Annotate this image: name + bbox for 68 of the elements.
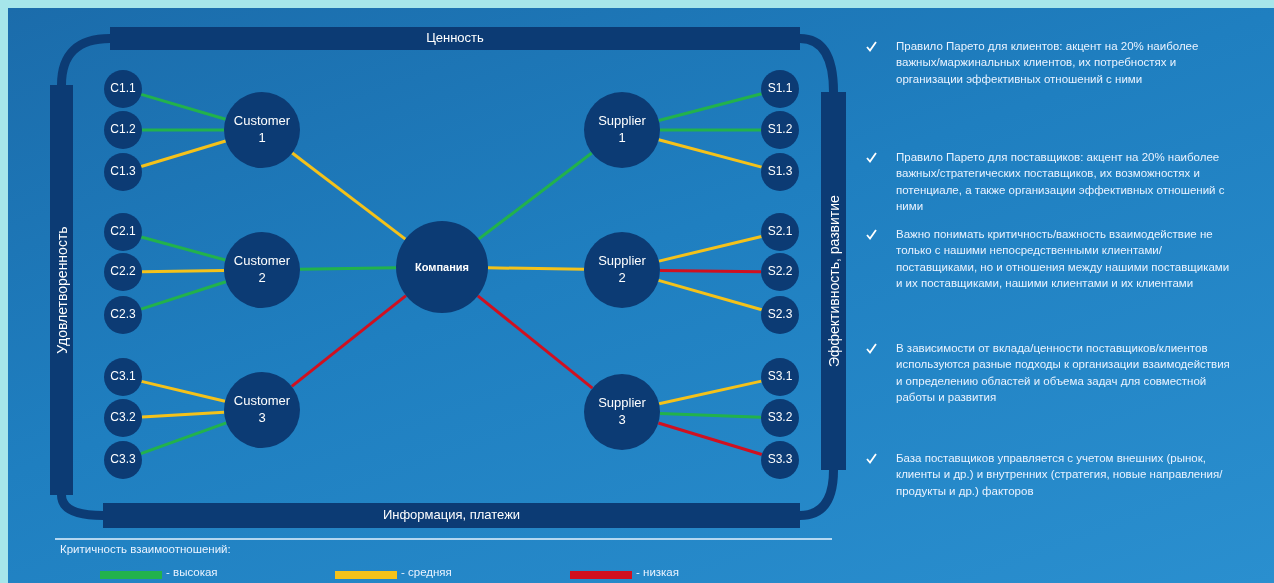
legend-label: - низкая bbox=[636, 566, 679, 578]
label-band bbox=[103, 503, 800, 528]
bullet-text: Важно понимать критичность/важность взаимодействие не только с нашими непосредственными клиентами/поставщиками, но и отношения между нашими поставщиками и их поставщиками, нашими клиентами и их клиентами bbox=[896, 227, 1231, 291]
legend-label: - средняя bbox=[401, 566, 452, 578]
node-label: C1.2 bbox=[110, 122, 136, 138]
relation-line bbox=[658, 138, 763, 169]
node-label: S3.3 bbox=[767, 452, 793, 468]
node-label: Информация, платежи bbox=[382, 507, 521, 524]
bullet-text: В зависимости от вклада/ценности поставщиков/клиентов используются разные подходы к организации взаимодействия и определению областей и объема задач для совместной работы и развития bbox=[896, 341, 1231, 405]
relation-line bbox=[141, 269, 225, 274]
legend-title: Критичность взаимоотношений: bbox=[60, 543, 231, 555]
relation-line bbox=[658, 278, 763, 312]
node-label: C1.3 bbox=[110, 164, 136, 180]
label-band bbox=[110, 27, 800, 50]
relation-line bbox=[140, 92, 226, 121]
node-label: Supplier 2 bbox=[597, 253, 647, 287]
relation-line bbox=[657, 421, 763, 456]
node-label: C2.3 bbox=[110, 307, 136, 323]
bullet-text: Правило Парето для клиентов: акцент на 20% наиболее важных/маржинальных клиентов, их потребностях и организации эффективных отношений с ними bbox=[896, 39, 1200, 87]
frame-connector bbox=[57, 494, 104, 520]
relation-line bbox=[291, 151, 407, 241]
label-band bbox=[50, 85, 73, 495]
node-label: C1.1 bbox=[110, 81, 136, 97]
relation-line bbox=[477, 151, 593, 241]
node-label: S2.3 bbox=[767, 307, 793, 323]
node-label: C3.3 bbox=[110, 452, 136, 468]
relation-line bbox=[658, 235, 762, 263]
bullet-text: База поставщиков управляется с учетом внешних (рынок, клиенты и др.) и внутренних (стратегия, новые направления/продукты и др.) факторов bbox=[896, 451, 1224, 499]
relation-line bbox=[140, 421, 227, 455]
node-label: C2.1 bbox=[110, 224, 136, 240]
relation-line bbox=[140, 280, 227, 311]
relation-line bbox=[660, 128, 761, 132]
relation-line bbox=[659, 269, 762, 274]
relation-line bbox=[141, 410, 225, 419]
node-label: C3.2 bbox=[110, 410, 136, 426]
node-label: S3.1 bbox=[767, 369, 793, 385]
relation-line bbox=[658, 379, 762, 406]
node-label: S1.2 bbox=[767, 122, 793, 138]
relation-line bbox=[487, 266, 585, 271]
node-label: S1.3 bbox=[767, 164, 793, 180]
relation-line bbox=[476, 294, 594, 390]
node-label: C2.2 bbox=[110, 264, 136, 280]
relation-line bbox=[658, 92, 762, 122]
node-label: S3.2 bbox=[767, 410, 793, 426]
node-label: Эффективность, развитие bbox=[824, 195, 843, 367]
relation-line bbox=[140, 235, 226, 262]
node-label: S2.2 bbox=[767, 264, 793, 280]
relation-line bbox=[290, 294, 407, 388]
legend-label: - высокая bbox=[166, 566, 218, 578]
relation-line bbox=[299, 266, 397, 271]
node-label: S1.1 bbox=[767, 81, 793, 97]
relation-line bbox=[142, 128, 224, 132]
node-label: Компания bbox=[415, 259, 469, 275]
node-label: Customer 1 bbox=[232, 113, 292, 147]
label-band bbox=[821, 92, 846, 470]
node-label: S2.1 bbox=[767, 224, 793, 240]
frame-connector bbox=[799, 34, 838, 93]
node-label: Customer 3 bbox=[232, 393, 292, 427]
node-label: Ценность bbox=[426, 30, 484, 47]
node-label: C3.1 bbox=[110, 369, 136, 385]
relation-line bbox=[141, 379, 226, 403]
frame-connector bbox=[799, 469, 838, 520]
relation-line bbox=[140, 139, 227, 168]
node-label: Supplier 3 bbox=[597, 395, 647, 429]
node-label: Customer 2 bbox=[232, 253, 292, 287]
bullet-text: Правило Парето для поставщиков: акцент на 20% наиболее важных/стратегических поставщиков, их возможностях и потенциале, а также организации эффективных отношений с ними bbox=[896, 150, 1226, 214]
node-label: Удовлетворенность bbox=[52, 226, 71, 354]
node-label: Supplier 1 bbox=[597, 113, 647, 147]
